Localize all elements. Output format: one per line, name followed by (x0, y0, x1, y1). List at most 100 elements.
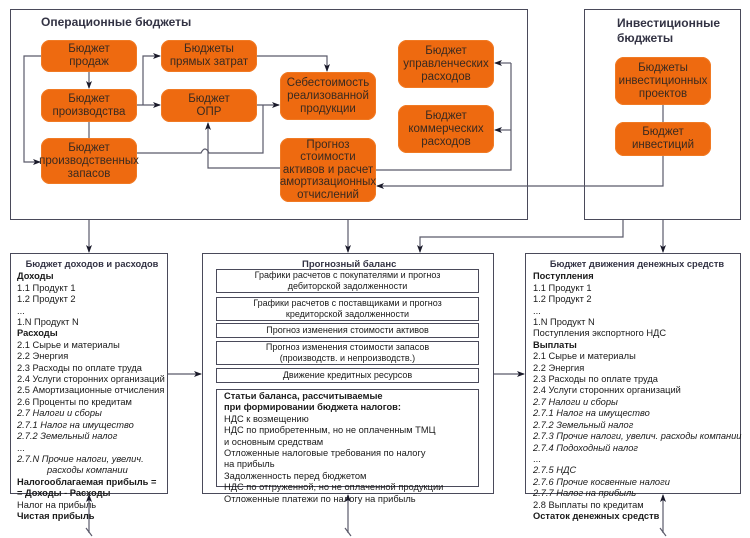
cashflow-budget-line: 2.8 Выплаты по кредитам (533, 499, 644, 510)
tax-balance-items: Статьи баланса, рассчитываемые при форми… (224, 391, 443, 505)
cashflow-budget-line: 1.1 Продукт 1 (533, 282, 592, 293)
assets-forecast-label: Прогноз стоимости активов и расчет аморт… (279, 138, 377, 201)
cogs-box[interactable]: Себестоимость реализованной продукции (280, 72, 376, 120)
tax-balance-items-box (216, 389, 479, 487)
income-budget-line: расходы компании (47, 465, 128, 476)
cashflow-budget-line: Поступления (533, 271, 594, 282)
tax-balance-line: Отложенные налоговые требования по налог… (224, 448, 426, 459)
cashflow-budget-line: 1.2 Продукт 2 (533, 294, 592, 305)
income-budget-line: ... (17, 442, 25, 453)
line-assets-expenses (376, 63, 512, 171)
arrow-direct-cogs (257, 55, 330, 72)
inventory-budget-label: Бюджет производственных запасов (39, 141, 139, 180)
balance-item: Прогноз изменения стоимости запасов (про… (216, 341, 479, 365)
arrow-production-direct (142, 53, 161, 105)
commercial-expenses-budget-label: Бюджет коммерческих расходов (408, 109, 484, 148)
arrow-assets-opr (205, 122, 280, 169)
income-expense-budget-frame (10, 253, 168, 494)
cashflow-budget-line: 2.4 Услуги сторонних организаций (533, 385, 681, 396)
investments-budget-label: Бюджет инвестиций (631, 126, 695, 151)
cashflow-budget-title: Бюджет движения денежных средств (549, 259, 725, 269)
assets-forecast-box[interactable]: Прогноз стоимости активов и расчет аморт… (280, 138, 376, 202)
investment-budgets-title: Инвестиционные бюджеты (617, 16, 721, 45)
cashflow-budget-line: 1.N Продукт N (533, 317, 595, 328)
cashflow-budget-frame (525, 253, 741, 494)
cashflow-budget-line: 2.7.5 НДС (533, 465, 577, 476)
cashflow-budget-line: 2.3 Расходы по оплате труда (533, 374, 658, 385)
cashflow-budget-line: Поступления экспортного НДС (533, 328, 667, 339)
income-budget-line: 2.6 Проценты по кредитам (17, 396, 132, 407)
direct-costs-budget-box[interactable]: Бюджеты прямых затрат (161, 40, 257, 72)
income-budget-line: 1.2 Продукт 2 (17, 294, 76, 305)
balance-item: Движение кредитных ресурсов (216, 368, 479, 383)
tax-balance-line: НДС к возмещению (224, 413, 309, 424)
sales-budget-box[interactable]: Бюджет продаж (41, 40, 137, 72)
income-budget-line: 1.N Продукт N (17, 317, 79, 328)
income-budget-line: 2.1 Сырье и материалы (17, 339, 120, 350)
income-budget-line: 2.5 Амортизационные отчисления (17, 385, 165, 396)
income-budget-line: 2.7.N Прочие налоги, увелич. (17, 453, 144, 464)
arrow-investments-assets (376, 156, 664, 189)
cashflow-budget-line: ... (533, 305, 541, 316)
tax-balance-line: НДС по приобретенным, но не оплаченным Т… (224, 425, 436, 436)
admin-expenses-budget-box[interactable]: Бюджет управленческих расходов (398, 40, 494, 88)
tax-balance-line: НДС по отгруженной, но не оплаченной про… (224, 482, 444, 493)
income-budget-line: Налог на прибыль (17, 499, 97, 510)
cashflow-budget-line: 2.7 Налоги и сборы (533, 396, 618, 407)
direct-costs-budget-label: Бюджеты прямых затрат (169, 43, 249, 68)
balance-item: Прогноз изменения стоимости активов (216, 323, 479, 338)
income-budget-line: ... (17, 305, 25, 316)
arrow-inventory-cogs (137, 105, 264, 154)
investment-projects-box[interactable]: Бюджеты инвестиционных проектов (615, 57, 711, 105)
arrow-sales-inventory (23, 55, 41, 165)
tax-balance-line: Отложенные платежи по налогу на прибыль (224, 493, 416, 504)
income-budget-line: 2.4 Услуги сторонних организаций (17, 374, 165, 385)
tax-balance-line: и основным средствам (224, 436, 324, 447)
cashflow-budget-line: Остаток денежных средств (533, 510, 660, 521)
income-budget-line: 2.2 Энергия (17, 351, 69, 362)
income-budget-line: Расходы (17, 328, 58, 339)
cashflow-budget-line: 2.7.2 Земельный налог (533, 419, 634, 430)
tax-section-heading-2: при формировании бюджета налогов: (224, 402, 401, 413)
inventory-budget-box[interactable]: Бюджет производственных запасов (39, 138, 139, 184)
operational-budgets-title: Операционные бюджеты (41, 15, 192, 29)
income-expense-budget-title: Бюджет доходов и расходов (25, 259, 159, 269)
income-budget-line: 2.7.1 Налог на имущество (17, 419, 134, 430)
income-budget-line: 2.7 Налоги и сборы (17, 408, 102, 419)
forecast-balance-title: Прогнозный баланс (302, 259, 397, 270)
cashflow-budget-line: 2.7.6 Прочие косвенные налоги (533, 476, 670, 487)
tax-section-heading-1: Статьи баланса, рассчитываемые (224, 391, 383, 401)
cashflow-budget-line: 2.7.7 Налог на прибыль (533, 488, 637, 499)
balance-item: Графики расчетов с поставщиками и прогно… (216, 297, 479, 321)
income-budget-line: 2.3 Расходы по оплате труда (17, 362, 142, 373)
tax-balance-line: на прибыль (224, 459, 275, 470)
cashflow-budget: Бюджет движения денежных средств Поступл… (533, 259, 741, 522)
production-budget-box[interactable]: Бюджет производства (41, 89, 137, 122)
commercial-expenses-budget-box[interactable]: Бюджет коммерческих расходов (398, 105, 494, 153)
tax-balance-line: Задолженность перед бюджетом (224, 470, 367, 481)
investments-budget-box[interactable]: Бюджет инвестиций (615, 122, 711, 156)
production-budget-label: Бюджет производства (52, 92, 126, 118)
arrow-inv-balance (417, 220, 624, 253)
cashflow-budget-line: 2.7.1 Налог на имущество (533, 408, 650, 419)
sales-budget-label: Бюджет продаж (68, 43, 110, 68)
cashflow-budget-line: Выплаты (533, 339, 577, 350)
cogs-label: Себестоимость реализованной продукции (286, 76, 370, 115)
income-budget-line: Налогооблагаемая прибыль = (17, 476, 157, 487)
income-budget-line: Доходы (17, 271, 54, 282)
income-budget-line: 2.7.2 Земельный налог (17, 431, 118, 442)
admin-expenses-budget-label: Бюджет управленческих расходов (403, 44, 489, 83)
cashflow-budget-line: 2.2 Энергия (533, 362, 585, 373)
cashflow-budget-line: 2.7.4 Подоходный налог (533, 442, 639, 453)
cashflow-budget-line: 2.1 Сырье и материалы (533, 351, 636, 362)
investment-projects-label: Бюджеты инвестиционных проектов (618, 61, 708, 100)
income-budget-line: Чистая прибыль (17, 510, 95, 521)
opr-budget-box[interactable]: Бюджет ОПР (161, 89, 257, 122)
balance-item: Графики расчетов с покупателями и прогно… (216, 269, 479, 293)
income-budget-line: = Доходы - Расходы (17, 488, 111, 499)
income-budget-line: 1.1 Продукт 1 (17, 282, 76, 293)
opr-budget-label: Бюджет ОПР (188, 92, 230, 118)
cashflow-budget-line: 2.7.3 Прочие налоги, увелич. расходы ком… (533, 431, 742, 442)
